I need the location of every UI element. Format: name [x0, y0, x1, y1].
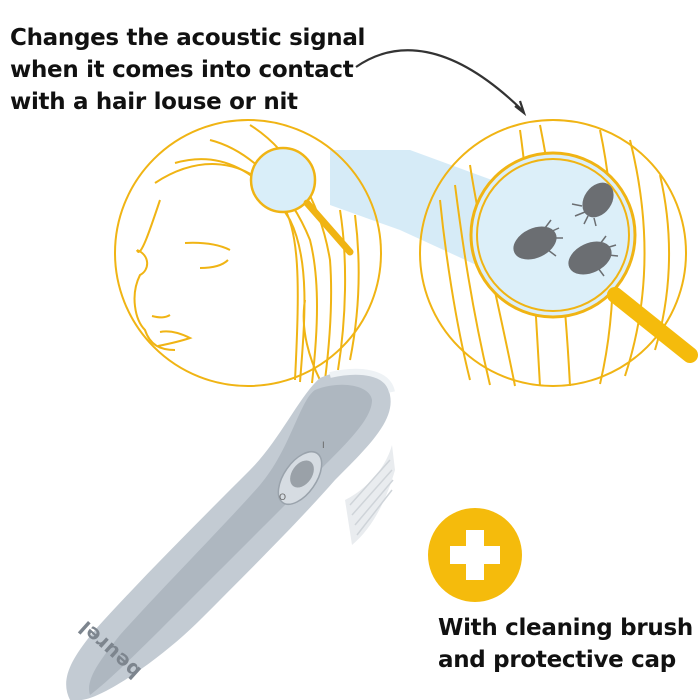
headline-line-1: Changes the acoustic signal [10, 25, 366, 51]
curved-arrow-icon [355, 49, 527, 117]
plus-badge [428, 508, 522, 602]
power-switch: I O [277, 441, 325, 505]
brush-head [345, 445, 395, 545]
headline: Changes the acoustic signal when it come… [10, 22, 365, 118]
headline-line-3: with a hair louse or nit [10, 89, 298, 115]
caption: With cleaning brush and protective cap [438, 612, 693, 676]
louse-icon [571, 182, 614, 227]
caption-line-1: With cleaning brush [438, 615, 693, 641]
louse-icon [513, 219, 563, 260]
headline-line-2: when it comes into contact [10, 57, 354, 83]
svg-text:I: I [322, 441, 325, 451]
louse-icon [568, 235, 619, 277]
caption-line-2: and protective cap [438, 647, 676, 673]
lice-comb-device: I O [66, 368, 395, 700]
small-magnifier-icon [249, 146, 354, 256]
louse-icons [513, 182, 619, 277]
woman-head-illustration [114, 119, 382, 387]
svg-text:O: O [279, 493, 286, 503]
plus-icon-vertical [466, 530, 484, 580]
